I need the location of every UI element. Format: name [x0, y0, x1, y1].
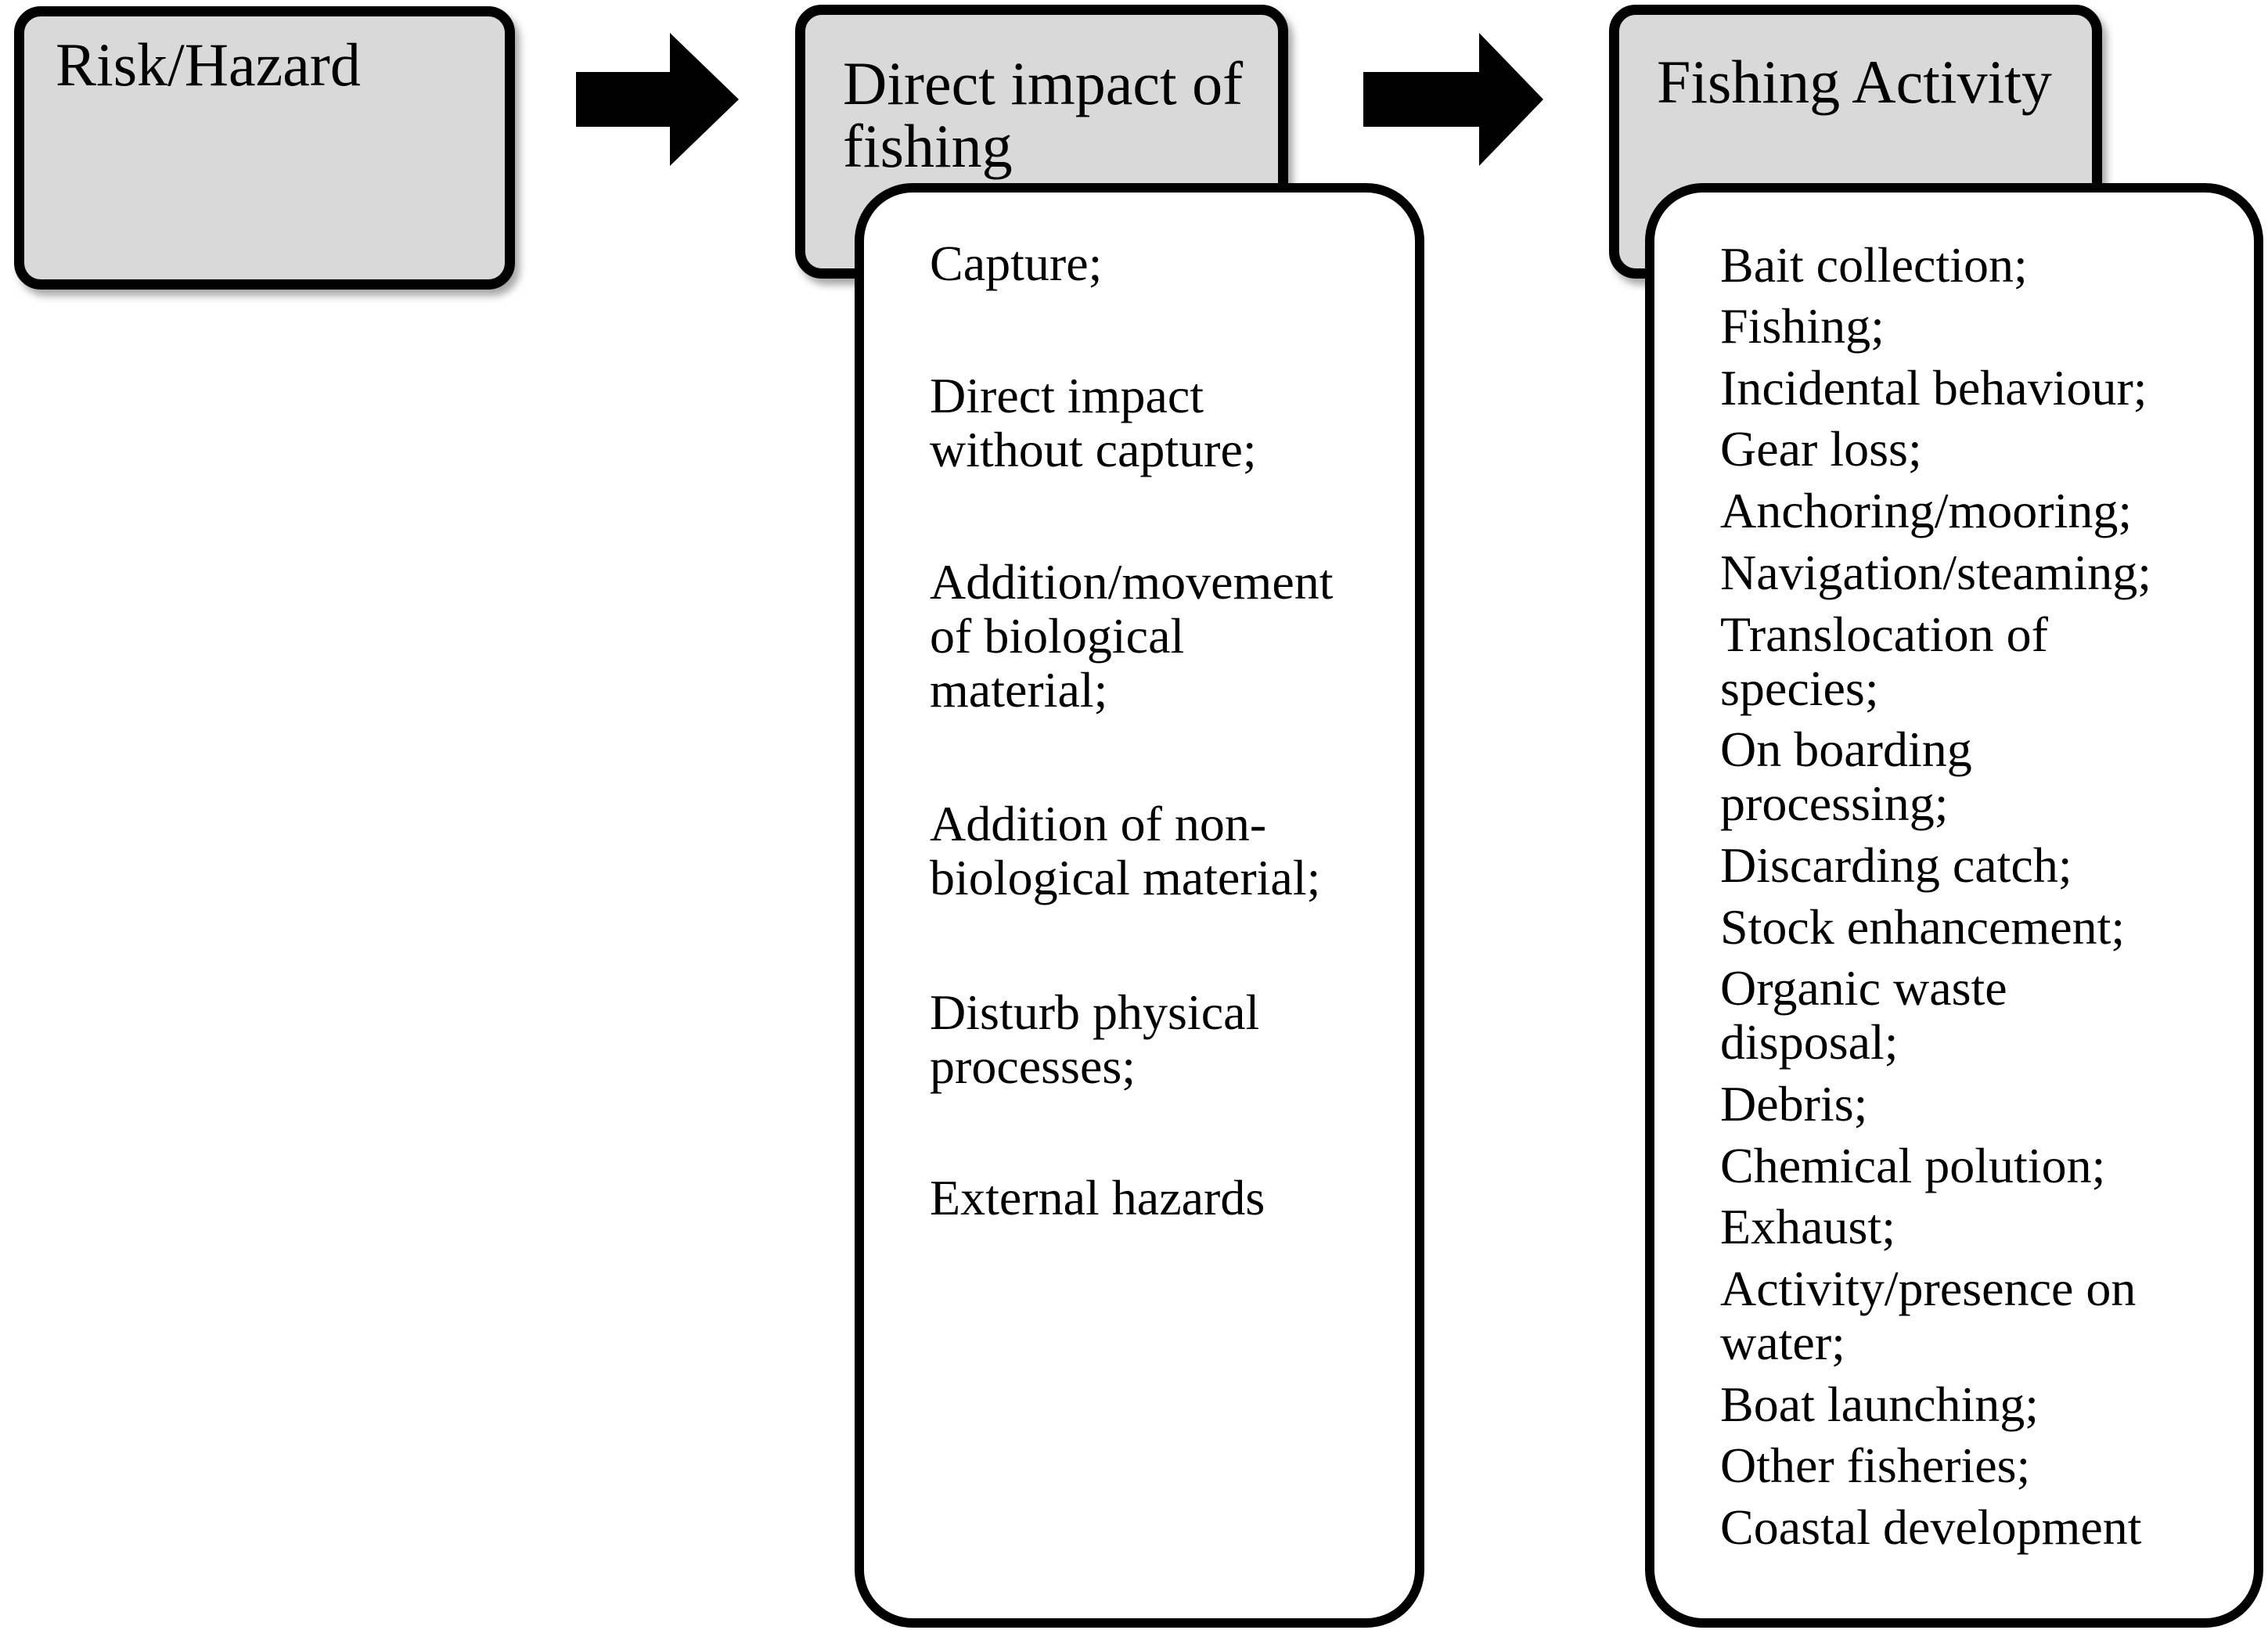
list-item: Stock enhancement; — [1720, 899, 2126, 955]
list-item: Anchoring/mooring; — [1720, 483, 2133, 538]
list-item: Disturb physical processes; — [930, 984, 1260, 1094]
right-arrow-icon — [576, 33, 739, 166]
list-item: On boarding processing; — [1720, 721, 1972, 831]
list-item: Navigation/steaming; — [1720, 545, 2151, 600]
fishing-activity-list: Bait collection; Fishing; Incidental beh… — [1645, 183, 2263, 1628]
list-item: External hazards — [930, 1170, 1265, 1225]
risk-hazard-title: Risk/Hazard — [56, 31, 361, 99]
list-item: Activity/presence on water; — [1720, 1261, 2137, 1370]
list-item: Chemical polution; — [1720, 1138, 2106, 1193]
list-item: Organic waste disposal; — [1720, 960, 2007, 1070]
list-item: Other fisheries; — [1720, 1437, 2031, 1493]
list-item: Addition/movement of biological material… — [930, 554, 1334, 718]
list-item: Exhaust; — [1720, 1199, 1895, 1254]
list-item: Incidental behaviour; — [1720, 360, 2147, 416]
list-item: Direct impact without capture; — [930, 368, 1257, 477]
direct-impact-list: Capture; Direct impact without capture; … — [855, 183, 1424, 1628]
risk-hazard-box: Risk/Hazard — [14, 6, 515, 290]
list-item: Translocation of species; — [1720, 606, 2048, 716]
list-item: Bait collection; — [1720, 237, 2028, 293]
list-item: Discarding catch; — [1720, 837, 2072, 893]
direct-impact-title: Direct impact of fishing — [843, 49, 1244, 180]
list-item: Addition of non- biological material; — [930, 796, 1321, 905]
right-arrow-icon — [1363, 33, 1543, 166]
list-item: Debris; — [1720, 1076, 1868, 1132]
list-item: Gear loss; — [1720, 421, 1922, 477]
fishing-activity-title: Fishing Activity — [1657, 48, 2052, 116]
list-item: Capture; — [930, 236, 1103, 291]
list-item: Coastal development — [1720, 1499, 2142, 1555]
list-item: Fishing; — [1720, 298, 1885, 354]
list-item: Boat launching; — [1720, 1376, 2039, 1432]
